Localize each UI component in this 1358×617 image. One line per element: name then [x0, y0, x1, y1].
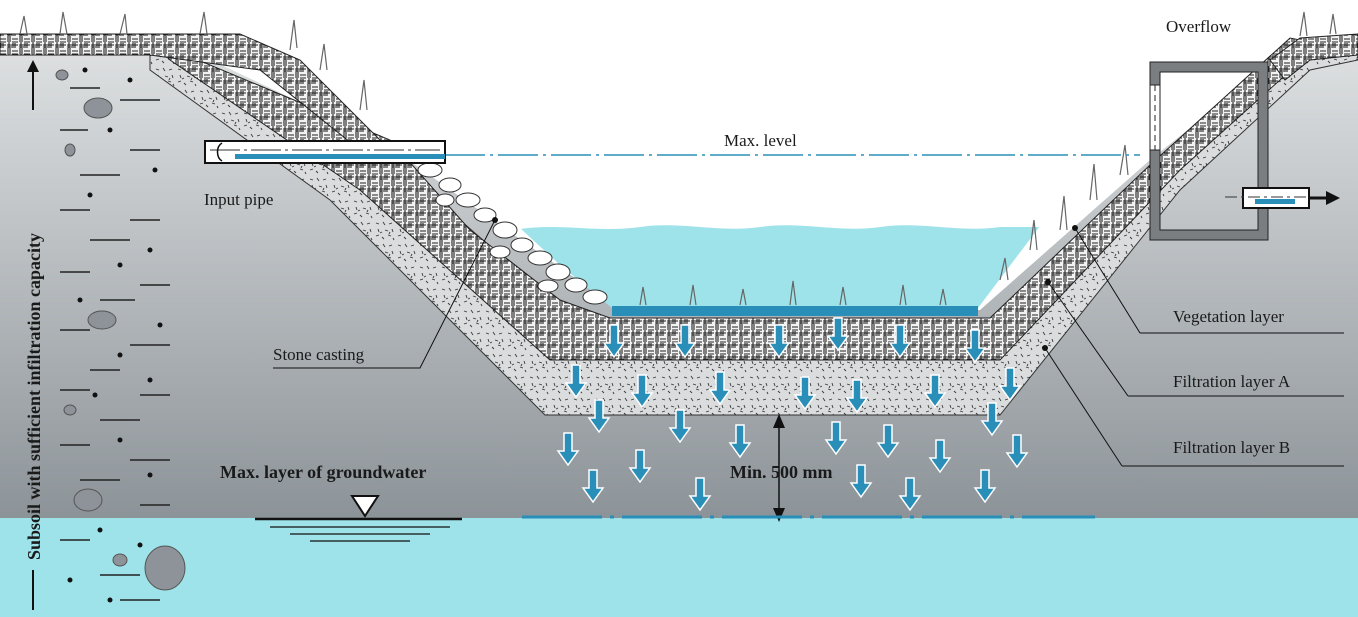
vegetation-layer-label: Vegetation layer: [1173, 307, 1284, 326]
outflow-arrow-icon: [1309, 191, 1340, 205]
arrow-down-icon: [849, 464, 873, 499]
filtration-layer-b-dot: [1042, 345, 1048, 351]
basin-water-surface: [519, 223, 1040, 229]
subsoil-label: Subsoil with sufficient infiltration cap…: [24, 233, 44, 560]
min-distance-label: Min. 500 mm: [730, 462, 833, 482]
infiltration-arrows: [556, 317, 1029, 512]
arrow-down-icon: [973, 469, 997, 504]
arrow-down-icon: [826, 317, 850, 352]
subsoil-texture: [55, 67, 186, 603]
stone-casting-dot: [492, 217, 498, 223]
basin-water: [520, 224, 1040, 308]
filtration-layer-b-leader: [1044, 347, 1123, 467]
filtration-layer-b-label: Filtration layer B: [1173, 438, 1290, 457]
arrow-down-icon: [845, 379, 869, 414]
arrow-down-icon: [876, 424, 900, 459]
min-distance-dimension: [773, 414, 785, 522]
arrow-down-icon: [688, 477, 712, 512]
groundwater-marker: [255, 517, 462, 542]
arrow-down-icon: [602, 324, 626, 359]
vegetation-layer-leader: [1074, 227, 1141, 334]
arrow-down-icon: [581, 469, 605, 504]
arrow-down-icon: [767, 324, 791, 359]
filtration-layer-a-label: Filtration layer A: [1173, 372, 1291, 391]
filtration-layer-a-dot: [1045, 279, 1051, 285]
arrow-down-icon: [923, 374, 947, 409]
arrow-down-icon: [928, 439, 952, 474]
arrow-down-icon: [963, 329, 987, 364]
outflow-pipe: [1225, 187, 1310, 209]
arrow-down-icon: [587, 399, 611, 434]
input-pipe-label: Input pipe: [204, 190, 273, 209]
arrow-down-icon: [998, 367, 1022, 402]
arrow-down-icon: [673, 324, 697, 359]
top-soil-right: [1269, 33, 1358, 81]
groundwater-zone: [0, 518, 1358, 617]
arrow-down-icon: [628, 449, 652, 484]
subsoil-label-group: Subsoil with sufficient infiltration cap…: [24, 60, 44, 610]
stone-casting-leader: [273, 219, 496, 369]
arrow-down-icon: [888, 324, 912, 359]
arrow-down-icon: [793, 376, 817, 411]
stone-casting: [417, 162, 608, 305]
arrow-down-icon: [668, 409, 692, 444]
arrow-down-icon: [1005, 434, 1029, 469]
overflow-structure: [1149, 61, 1269, 241]
max-level-label: Max. level: [724, 131, 797, 150]
input-pipe: [204, 140, 446, 164]
grass-tufts: [19, 11, 1337, 306]
vegetation-layer-dot: [1072, 225, 1078, 231]
arrow-down-icon: [824, 421, 848, 456]
arrow-down-icon: [564, 364, 588, 399]
groundwater-label: Max. layer of groundwater: [220, 462, 426, 482]
stone-casting-label: Stone casting: [273, 345, 365, 364]
arrow-down-icon: [630, 374, 654, 409]
vegetation-layer-bottom: [612, 306, 978, 316]
arrow-down-icon: [556, 432, 580, 467]
arrow-down-icon: [980, 402, 1004, 437]
arrow-down-icon: [728, 424, 752, 459]
arrow-down-icon: [708, 371, 732, 406]
arrow-down-icon: [898, 477, 922, 512]
down-triangle-icon: [350, 495, 380, 518]
filtration-layer-a-leader: [1047, 281, 1129, 397]
overflow-label: Overflow: [1166, 17, 1232, 36]
